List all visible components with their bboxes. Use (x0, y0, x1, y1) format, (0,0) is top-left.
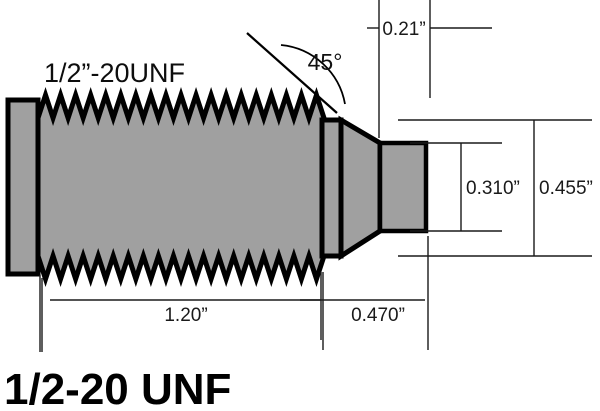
thread-spec-bottom-title: 1/2-20 UNF (4, 365, 231, 411)
thread-length-value: 1.20” (164, 305, 207, 326)
thread-spec-top-label: 1/2”-20UNF (44, 58, 185, 88)
angle-value-label: 45° (308, 49, 343, 75)
body-length-value: 0.470” (351, 305, 405, 326)
part-geometry-group (5, 86, 429, 288)
shoulder-diameter-value: 0.455” (539, 178, 593, 199)
chamfer-angle-callout: 45° (246, 32, 346, 114)
body-length-dimension: 0.470” (300, 236, 429, 350)
angle-arc (280, 44, 346, 105)
shoulder-diameter-dimension: 0.455” (398, 119, 593, 257)
chamfer-length-value: 0.21” (382, 19, 425, 40)
tapered-shoulder (338, 115, 383, 261)
nose-diameter-value: 0.310” (466, 178, 520, 199)
chamfer-length-dimension: 0.21” (367, 0, 492, 138)
collar-block (319, 117, 344, 259)
left-shank-block (5, 97, 41, 277)
nose-cylinder (377, 140, 429, 234)
chamfer-leader-line (246, 32, 338, 114)
thread-length-dimension: 1.20” (39, 272, 322, 352)
nose-diameter-dimension: 0.310” (410, 142, 520, 232)
threaded-section (35, 86, 327, 288)
